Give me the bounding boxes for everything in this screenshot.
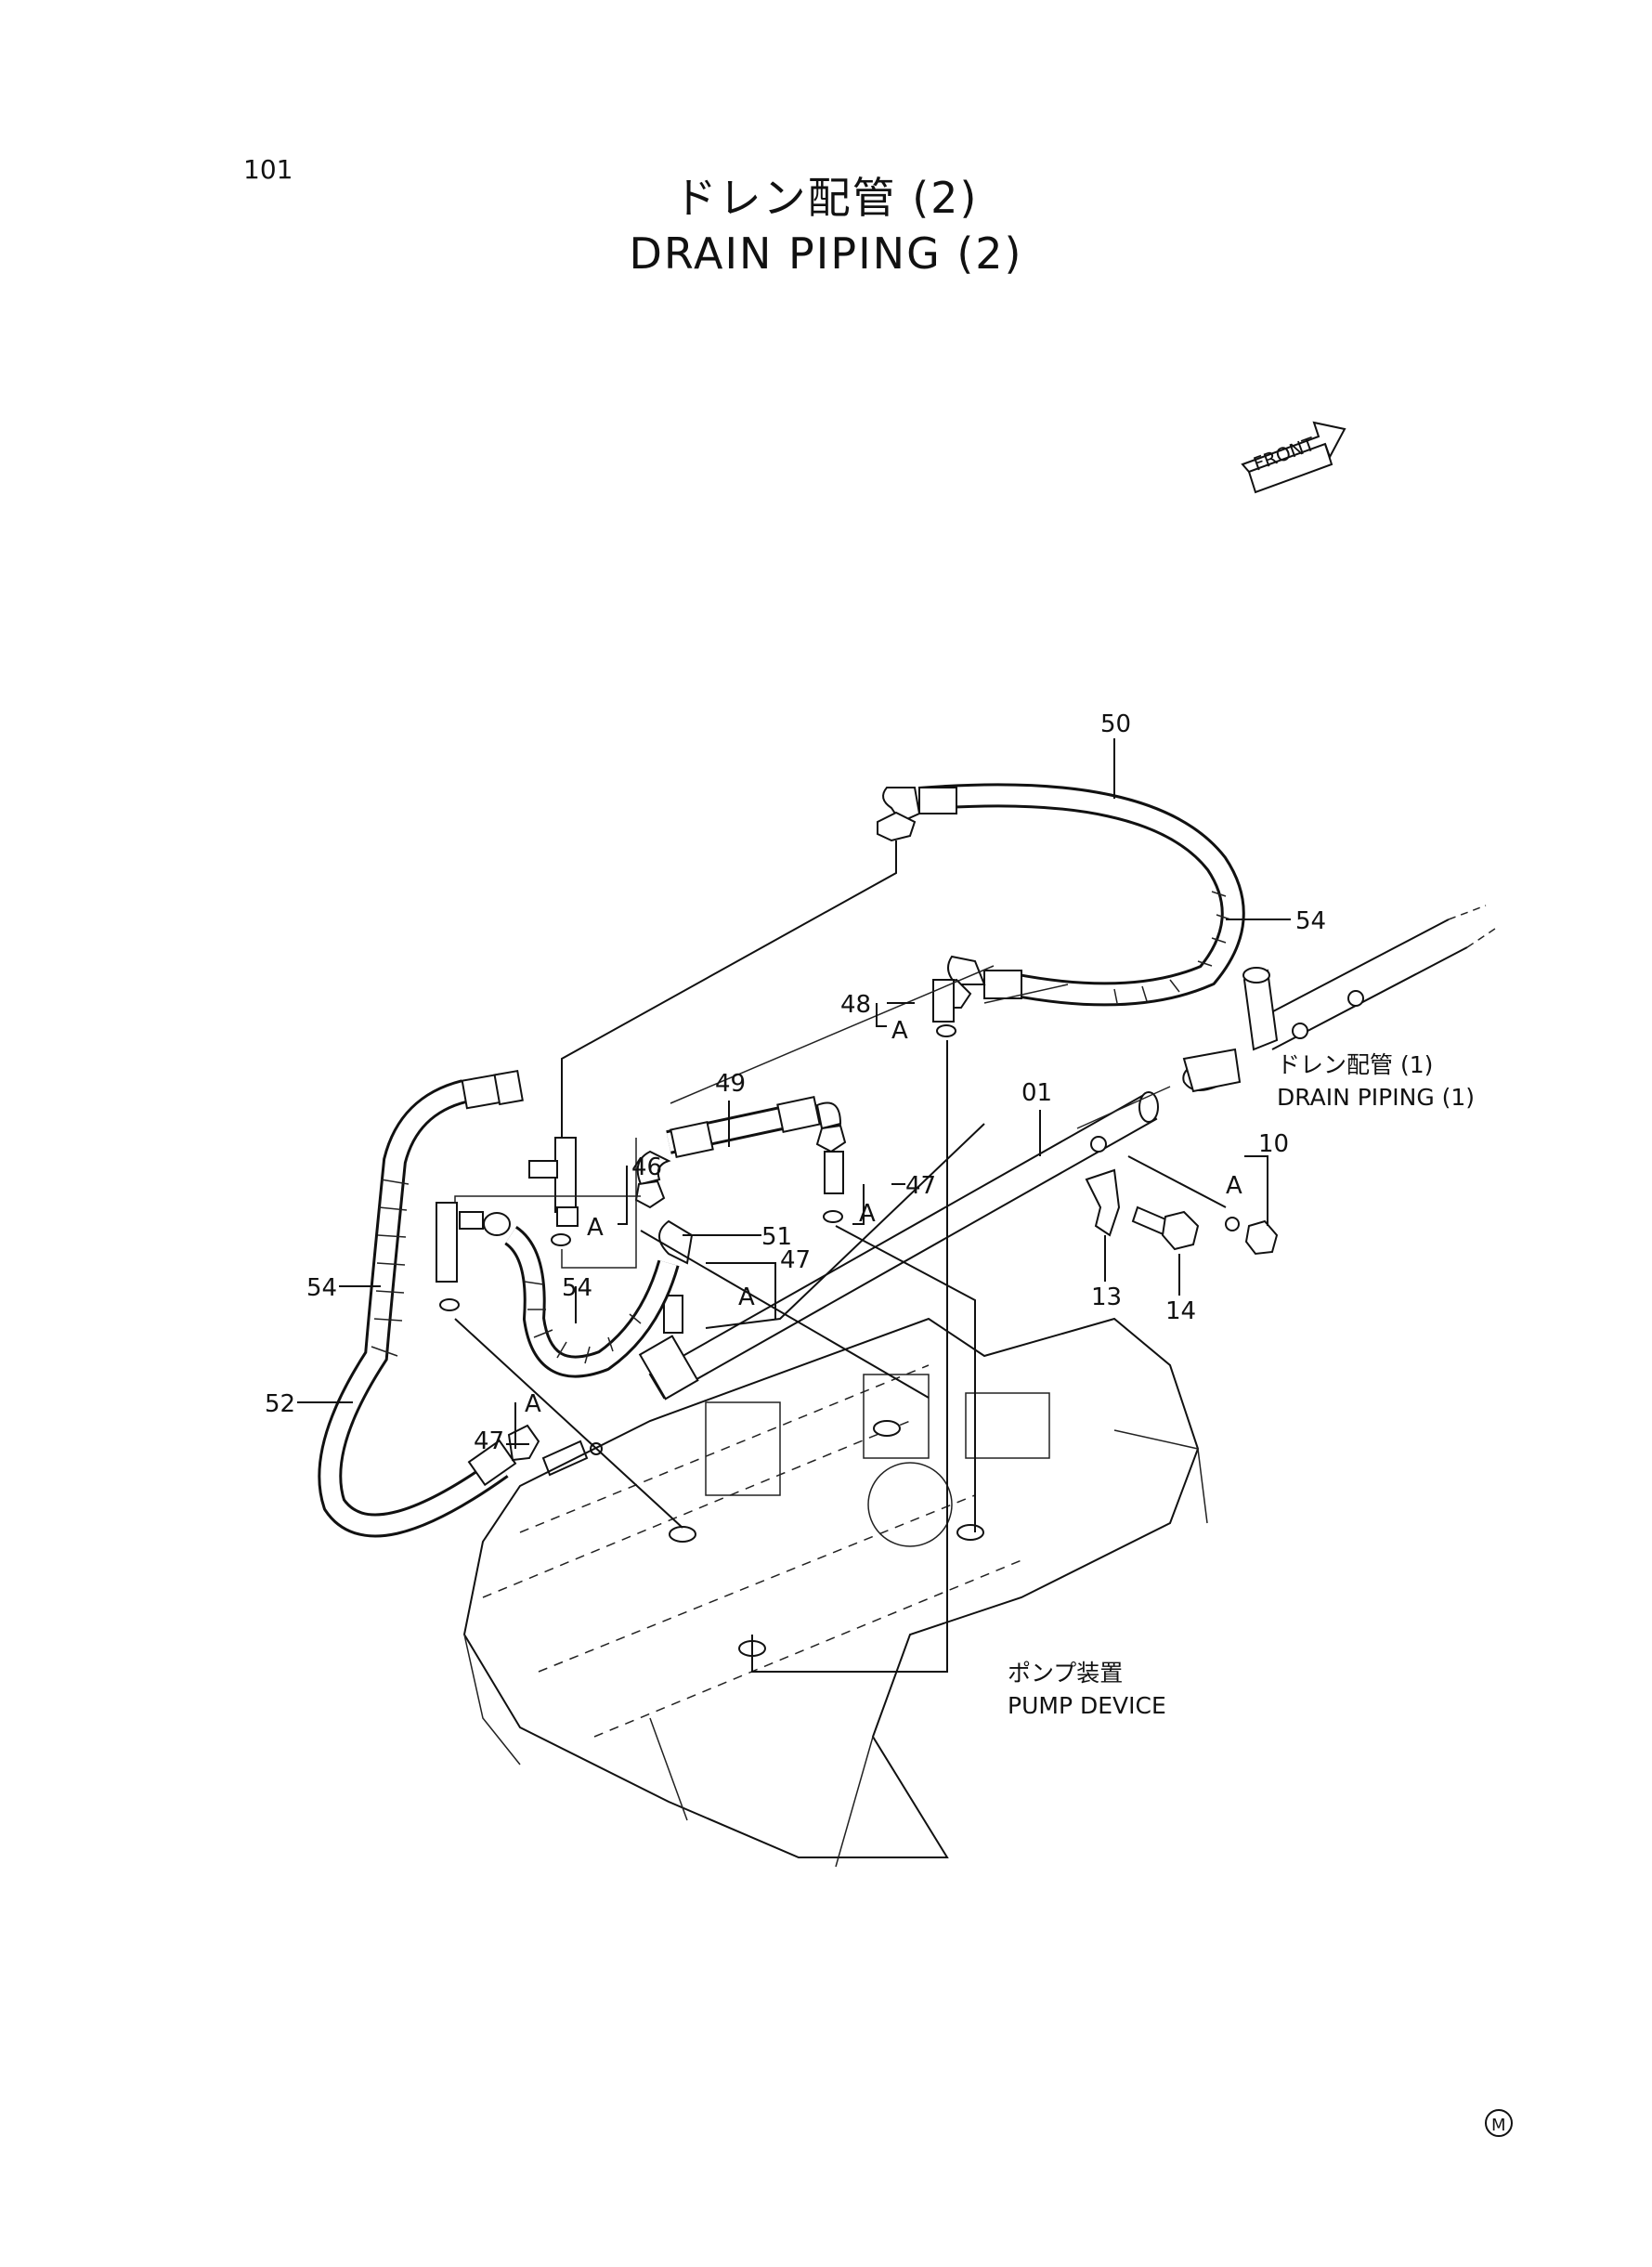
callout-46: 46 <box>631 1153 662 1181</box>
callout-52: 52 <box>265 1390 295 1418</box>
front-arrow-icon: FRONT <box>1241 421 1346 494</box>
callout-48: 48 <box>840 991 871 1019</box>
drain-piping-1-jp-label: ドレン配管 (1) <box>1277 1051 1433 1078</box>
callout-47-c: 47 <box>474 1427 504 1455</box>
callout-54-middle: 54 <box>562 1274 592 1302</box>
callout-a-1: A <box>891 1017 908 1045</box>
callout-01: 01 <box>1021 1079 1052 1107</box>
page-title: DRAIN PIPING (2) <box>629 228 1023 279</box>
fitting-47-b <box>663 1295 683 1334</box>
bolt-14 <box>1131 1205 1200 1251</box>
pump-device-jp-label: ポンプ装置 <box>1008 1660 1123 1687</box>
hose-54-middle <box>436 1202 680 1378</box>
pump-device <box>462 1317 1208 1868</box>
fitting-47-a <box>823 1151 844 1223</box>
page-number: 101 <box>243 154 293 185</box>
footer-mark-letter: M <box>1491 2116 1506 2135</box>
tee-fitting-46 <box>528 1137 579 1246</box>
page-title-japanese: ドレン配管 (2) <box>673 173 979 223</box>
fitting-48 <box>932 979 956 1037</box>
front-label: FRONT <box>1251 433 1319 476</box>
callout-50: 50 <box>1100 710 1131 738</box>
hose-49 <box>634 1095 847 1209</box>
plug-10 <box>1225 1217 1279 1256</box>
drain-pipe-01 <box>638 1091 1159 1401</box>
footer-mark: M <box>1485 2109 1513 2137</box>
fitting-51 <box>658 1219 694 1265</box>
drain-piping-1-en-label: DRAIN PIPING (1) <box>1277 1084 1475 1111</box>
callout-49: 49 <box>715 1070 746 1098</box>
callout-47-a: 47 <box>905 1172 936 1200</box>
callout-a-6: A <box>1226 1172 1242 1200</box>
callout-54-left: 54 <box>306 1274 337 1302</box>
callout-14: 14 <box>1165 1297 1196 1325</box>
callout-10: 10 <box>1258 1130 1289 1158</box>
callout-a-5: A <box>525 1390 541 1418</box>
callout-47-b: 47 <box>780 1246 811 1274</box>
hose-52 <box>318 1069 540 1538</box>
callout-a-3: A <box>859 1200 876 1228</box>
callout-54-top: 54 <box>1295 907 1326 935</box>
hose-50 <box>877 783 1245 1009</box>
callout-a-2: A <box>587 1214 604 1242</box>
callout-13: 13 <box>1091 1283 1122 1311</box>
pump-device-en-label: PUMP DEVICE <box>1008 1692 1166 1719</box>
leader-lines <box>297 738 1291 1673</box>
clamp-13 <box>1085 1168 1121 1237</box>
callout-a-4: A <box>738 1283 755 1311</box>
drain-piping-1-assembly <box>1182 905 1496 1093</box>
callout-51: 51 <box>761 1223 792 1251</box>
